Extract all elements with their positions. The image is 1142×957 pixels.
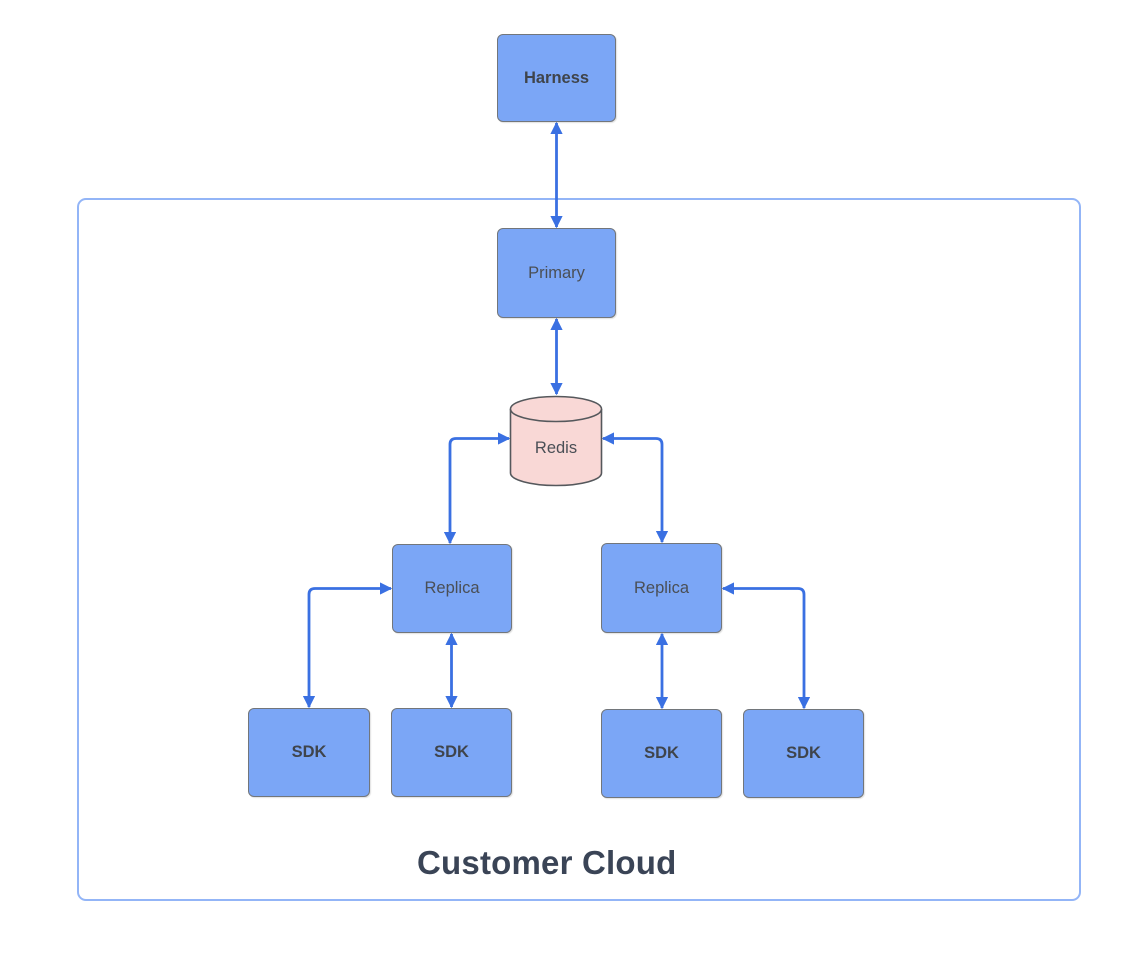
connector-replica-right-sdk4 — [721, 582, 811, 710]
connector-replica-left-sdk1 — [302, 582, 393, 709]
database-cylinder-shape — [509, 395, 603, 487]
node-harness: Harness — [497, 34, 616, 122]
customer-cloud-title: Customer Cloud — [417, 844, 677, 881]
node-harness-label: Harness — [523, 68, 590, 87]
node-sdk-4-label: SDK — [786, 744, 821, 762]
node-sdk-2: SDK — [391, 708, 512, 797]
node-sdk-3: SDK — [601, 709, 722, 798]
node-replica-left: Replica — [392, 544, 512, 633]
node-replica-right-label: Replica — [633, 578, 690, 597]
customer-cloud-container — [77, 198, 1081, 901]
node-sdk-3-label: SDK — [644, 744, 679, 762]
node-replica-left-label: Replica — [424, 579, 480, 597]
node-sdk-1: SDK — [248, 708, 370, 797]
node-sdk-4: SDK — [743, 709, 864, 798]
node-primary: Primary — [497, 228, 616, 318]
connector-redis-replica-left — [443, 432, 511, 545]
node-sdk-2-label: SDK — [434, 743, 469, 761]
node-primary-label: Primary — [528, 263, 585, 282]
connector-redis-replica-right — [601, 432, 669, 544]
node-redis-label: Redis — [534, 438, 578, 457]
node-sdk-1-label: SDK — [291, 743, 327, 761]
node-replica-right: Replica — [601, 543, 722, 633]
node-redis: Redis — [509, 395, 603, 487]
